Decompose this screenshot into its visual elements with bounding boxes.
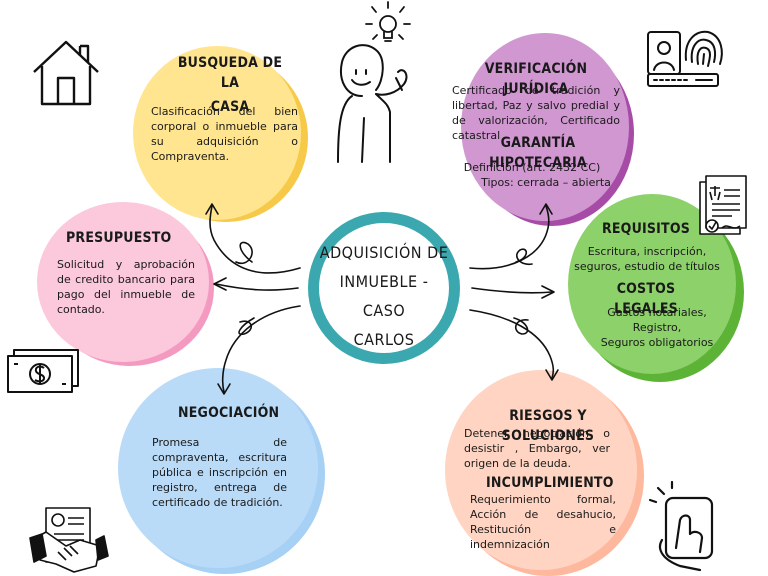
arrow-to-verificacion [469, 203, 553, 270]
busqueda-title-line2: CASA [210, 99, 250, 115]
arrow-to-negociacion [217, 305, 301, 395]
house-icon [33, 40, 99, 106]
arrow-to-riesgos [469, 309, 559, 381]
incumplimiento-text: Requerimiento formal, Acción de desahuci… [470, 493, 616, 551]
verificacion-title: VERIFICACIÓN JURÍDICA [484, 61, 588, 97]
arrow-to-busqueda [205, 203, 301, 274]
busqueda-blob [133, 46, 308, 222]
riesgos-text: Detener negociación o desistir , Embargo… [464, 427, 610, 470]
central-topic: ADQUISICIÓN DE INMUEBLE - CASO CARLOS [317, 238, 451, 354]
garantia-text-line1: Definición (art. 2432 CC) [463, 161, 601, 174]
requisitos-text-line1: Escritura, inscripción, [587, 245, 707, 258]
thinking-person-icon [337, 44, 408, 163]
negociacion-title: NEGOCIACIÓN [178, 405, 280, 421]
presupuesto-blob [37, 202, 214, 366]
costos-text: Gastos notariales, Registro, Seguros obl… [588, 305, 726, 350]
presupuesto-title: PRESUPUESTO [66, 230, 172, 246]
central-topic-line3: CARLOS [353, 330, 415, 349]
requisitos-text: Escritura, inscripción, seguros, estudio… [574, 244, 720, 274]
phone-touch-icon [648, 480, 714, 572]
busqueda-text: Clasificación del bien corporal o inmueb… [151, 105, 298, 163]
riesgos-blob [445, 370, 644, 576]
garantia-text: Definición (art. 2432 CC) Tipos: cerrada… [452, 160, 612, 190]
presupuesto-text: Solicitud y aprobación de credito bancar… [57, 258, 195, 316]
costos-title: COSTOS LEGALES [614, 281, 678, 317]
lightbulb-icon [365, 1, 411, 42]
requisitos-text-line2: seguros, estudio de títulos [574, 260, 720, 273]
riesgos-title: RIESGOS Y SOLUCIONES [501, 408, 595, 444]
central-topic-line1: ADQUISICIÓN DE [319, 243, 449, 262]
arrow-to-requisitos [471, 285, 555, 299]
garantia-text-line2: Tipos: cerrada – abierta [481, 176, 611, 189]
legal-document-icon [699, 175, 747, 235]
requisitos-blob [568, 194, 744, 382]
verificacion-blob [461, 33, 634, 226]
busqueda-title-line1: BUSQUEDA DE LA [177, 55, 283, 91]
costos-text-line2: Registro, [632, 321, 682, 334]
contract-handshake-icon [29, 507, 109, 573]
center-circle [308, 212, 460, 364]
costos-text-line1: Gastos notariales, [607, 306, 707, 319]
negociacion-text: Promesa de compraventa, escritura públic… [152, 436, 287, 509]
garantia-title: GARANTÍA HIPOTECARIA [489, 135, 587, 171]
verificacion-text: Certificado de tradición y libertad, Paz… [452, 84, 620, 142]
busqueda-title: BUSQUEDA DE LA CASA [170, 53, 290, 117]
incumplimiento-title: INCUMPLIMIENTO [486, 475, 614, 491]
negociacion-blob [118, 368, 325, 574]
id-fingerprint-icon [647, 30, 723, 87]
central-topic-line2: INMUEBLE - CASO [339, 272, 429, 320]
arrow-to-presupuesto [213, 277, 299, 291]
requisitos-title: REQUISITOS [601, 221, 691, 237]
money-bill-icon [7, 349, 79, 393]
costos-text-line3: Seguros obligatorios [600, 336, 714, 349]
